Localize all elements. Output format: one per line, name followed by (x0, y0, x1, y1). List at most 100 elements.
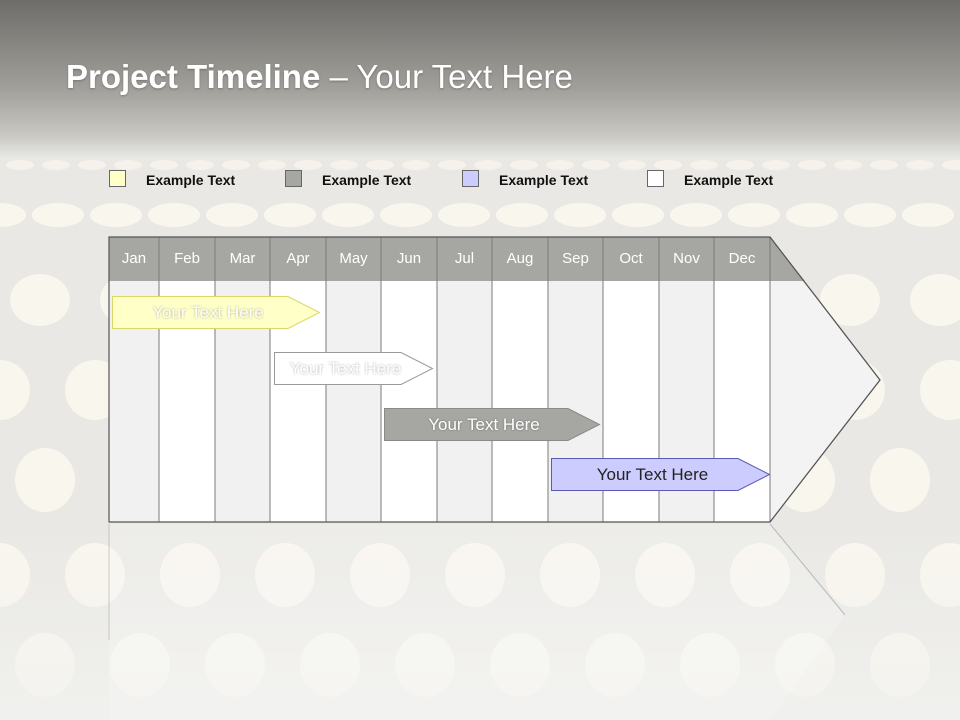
task-label: Your Text Here (428, 415, 540, 434)
background-dot (206, 203, 258, 227)
background-dot (546, 160, 574, 170)
task-label: Your Text Here (596, 465, 709, 484)
background-dot (798, 160, 826, 170)
task-arrow-shape (274, 352, 434, 385)
month-label-aug: Aug (506, 250, 534, 267)
background-dot (906, 160, 934, 170)
background-dot (654, 160, 682, 170)
month-label-may: May (339, 250, 368, 267)
title-rest: – Your Text Here (320, 58, 573, 95)
background-dot (844, 203, 896, 227)
background-dot (366, 160, 394, 170)
background-dot (728, 203, 780, 227)
background-dot (258, 160, 286, 170)
background-dot (726, 160, 754, 170)
background-dot (942, 160, 960, 170)
background-dot (902, 203, 954, 227)
task-arrow: Your Text Here (112, 296, 321, 329)
background-dot (322, 203, 374, 227)
task-arrow: Your Text Here (551, 458, 771, 491)
month-header-band (109, 237, 770, 281)
title-bold: Project Timeline (66, 58, 321, 95)
background-dot (612, 203, 664, 227)
month-label-mar: Mar (229, 250, 256, 267)
task-arrow: Your Text Here (274, 352, 434, 385)
month-label-jun: Jun (396, 250, 422, 267)
task-arrow-shape (384, 408, 601, 441)
month-label-feb: Feb (174, 250, 200, 267)
background-dot (820, 274, 880, 326)
month-label-oct: Oct (619, 250, 643, 267)
page-title: Project Timeline – Your Text Here (66, 58, 573, 96)
legend-swatch-white (647, 170, 664, 187)
task-arrow-polygon (112, 296, 321, 329)
background-dot (10, 274, 70, 326)
task-arrow-polygon (274, 352, 434, 385)
background-dot (294, 160, 322, 170)
month-label-apr: Apr (286, 250, 310, 267)
legend-label: Example Text (146, 172, 236, 188)
background-dot (0, 203, 26, 227)
background-dot (870, 448, 930, 512)
legend-label: Example Text (499, 172, 589, 188)
legend-swatch-blue (462, 170, 479, 187)
background-dot (920, 360, 960, 420)
month-column (381, 281, 437, 522)
background-dot (148, 203, 200, 227)
task-label: Your Text Here (289, 359, 402, 378)
background-dot (0, 360, 30, 420)
background-dot (402, 160, 430, 170)
background-dot (438, 203, 490, 227)
background-dot (264, 203, 316, 227)
month-label-sep: Sep (562, 250, 589, 267)
month-column (326, 281, 381, 522)
background-dot (690, 160, 718, 170)
task-arrow-polygon (384, 408, 601, 441)
background-dot (330, 160, 358, 170)
task-label: Your Text Here (152, 303, 264, 322)
task-arrow-polygon (551, 458, 771, 491)
month-label-dec: Dec (728, 250, 756, 267)
background-dot (670, 203, 722, 227)
background-dot (834, 160, 862, 170)
background-dot (42, 160, 70, 170)
legend-label: Example Text (322, 172, 412, 188)
task-arrow-shape (551, 458, 771, 491)
background-dot (474, 160, 502, 170)
legend-swatch-yellow (109, 170, 126, 187)
reflection-edge (769, 523, 846, 616)
background-dot (32, 203, 84, 227)
month-column (492, 281, 548, 522)
background-dot (222, 160, 250, 170)
background-dot (114, 160, 142, 170)
timeline-arrow-outline (108, 236, 881, 523)
background-dot (762, 160, 790, 170)
legend-label: Example Text (684, 172, 774, 188)
background-dot (15, 448, 75, 512)
month-label-jan: Jan (121, 250, 147, 267)
background-dot (870, 160, 898, 170)
timeline-reflection (109, 524, 845, 720)
month-label-jul: Jul (454, 250, 475, 267)
background-dot (150, 160, 178, 170)
background-dot (786, 203, 838, 227)
background-dot (510, 160, 538, 170)
background-dot (910, 274, 960, 326)
background-dot (6, 160, 34, 170)
legend-swatch-gray (285, 170, 302, 187)
background-dot (380, 203, 432, 227)
month-label-nov: Nov (673, 250, 700, 267)
background-dot (438, 160, 466, 170)
task-arrow-shape (112, 296, 321, 329)
month-column (437, 281, 492, 522)
background-dot (618, 160, 646, 170)
background-dot (496, 203, 548, 227)
background-dot (186, 160, 214, 170)
background-dot (582, 160, 610, 170)
background-dot (90, 203, 142, 227)
background-dot (554, 203, 606, 227)
background-dot (78, 160, 106, 170)
task-arrow: Your Text Here (384, 408, 601, 441)
